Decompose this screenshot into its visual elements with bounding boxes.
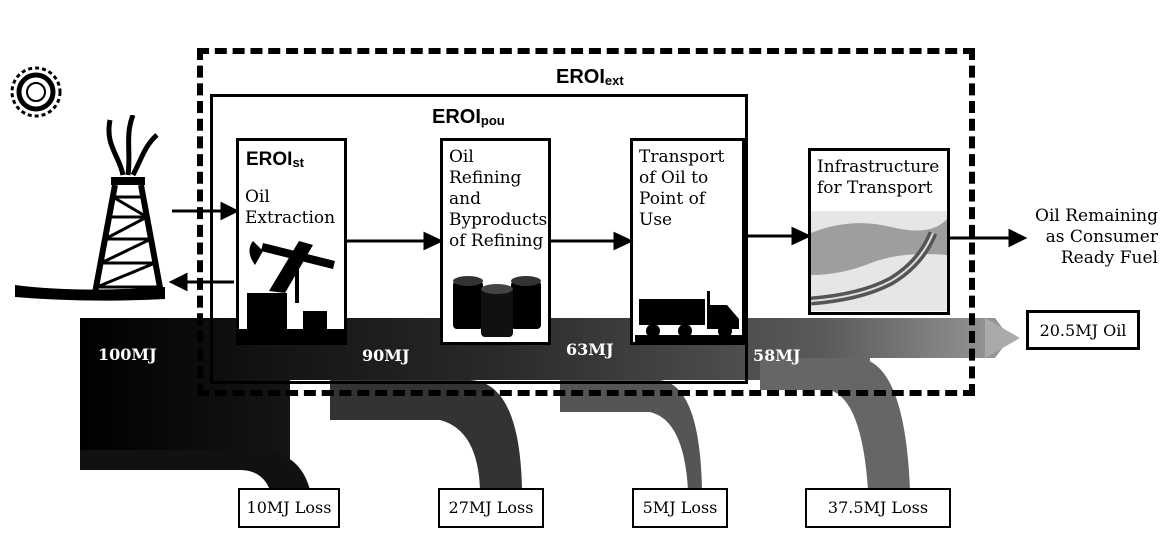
eroi-ext-boundary — [197, 48, 975, 396]
loss-box-3: 5MJ Loss — [632, 488, 728, 528]
stage-label-refining: Oil Refining and Byproducts of Refining — [449, 147, 548, 251]
loss-branch-1 — [80, 450, 310, 490]
stage-label-extraction: Oil Extraction — [245, 187, 336, 228]
eroi-st-label: EROIst — [246, 149, 305, 170]
output-arrow-head — [985, 318, 1020, 358]
stage-oil-refining: Oil Refining and Byproducts of Refining — [440, 138, 551, 345]
oil-derrick-icon — [15, 115, 165, 301]
stage-infrastructure: Infrastructure for Transport — [808, 148, 950, 315]
final-output-box: 20.5MJ Oil — [1026, 310, 1140, 350]
pumpjack-icon — [239, 241, 344, 343]
eroi-pou-boundary — [210, 94, 748, 384]
stage-transport: Transport of Oil to Point of Use — [630, 138, 745, 345]
loss-branch-2 — [330, 380, 522, 490]
loss-branch-3 — [560, 380, 702, 490]
eroi-ext-label: EROIext — [556, 66, 624, 88]
flow-label-100mj: 100MJ — [98, 345, 157, 364]
flow-label-58mj: 58MJ — [753, 346, 801, 365]
flow-label-63mj: 63MJ — [566, 340, 614, 359]
flow-label-90mj: 90MJ — [362, 346, 410, 365]
eroi-pou-label: EROIpou — [432, 106, 505, 128]
output-label: Oil Remaining as Consumer Ready Fuel — [1035, 206, 1158, 268]
loss-box-1: 10MJ Loss — [238, 488, 340, 528]
main-flow-band — [80, 318, 1010, 470]
stage-label-infrastructure: Infrastructure for Transport — [817, 157, 940, 198]
loss-box-2: 27MJ Loss — [438, 488, 544, 528]
tanker-truck-icon — [635, 291, 745, 343]
oil-barrels-icon — [453, 276, 541, 337]
sun-icon — [10, 66, 62, 118]
stage-label-transport: Transport of Oil to Point of Use — [639, 147, 725, 230]
road-landscape-icon — [811, 211, 947, 311]
loss-box-4: 37.5MJ Loss — [805, 488, 951, 528]
stage-oil-extraction: EROIst Oil Extraction — [236, 138, 347, 345]
